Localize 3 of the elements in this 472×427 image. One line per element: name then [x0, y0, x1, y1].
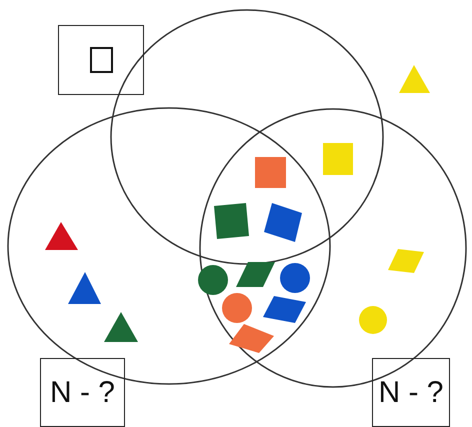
label-box: N - ?	[372, 358, 450, 427]
label-box: N - ?	[40, 358, 125, 427]
square-frame	[58, 25, 144, 95]
